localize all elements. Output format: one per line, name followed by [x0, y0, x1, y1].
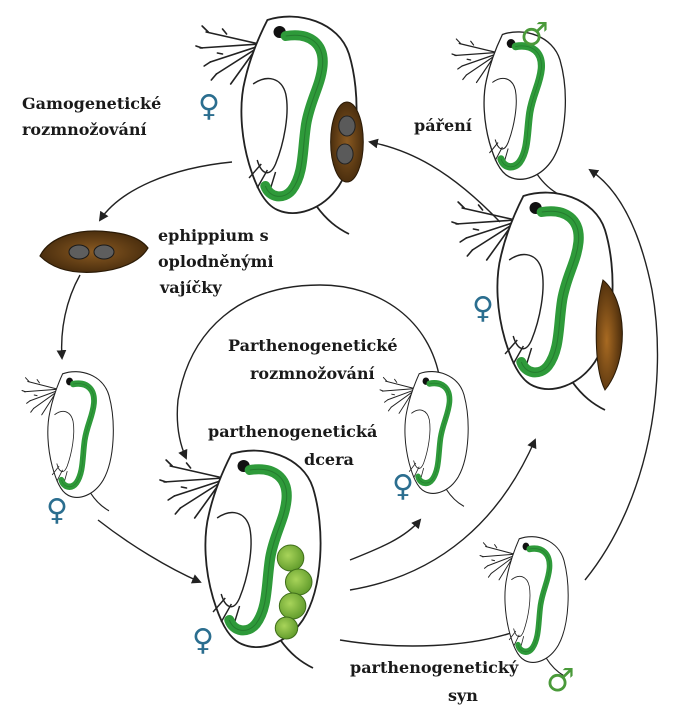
label-ephippium-1: ephippium s	[158, 226, 269, 246]
label-parthenogenetic-reproduction-2: rozmnožování	[250, 364, 375, 384]
label-parthenogenetic-reproduction-1: Parthenogenetické	[228, 336, 398, 356]
label-parthenogenetic-son-1: parthenogenetický	[350, 658, 518, 678]
label-parthenogenetic-son-2: syn	[448, 686, 478, 706]
female-symbol-gamogenetic: ♀	[198, 92, 220, 122]
daphnia-son	[480, 537, 568, 676]
label-parthenogenetic-daughter-2: dcera	[304, 450, 354, 470]
daphnia-male	[452, 32, 565, 195]
arrow-to-son	[340, 630, 520, 646]
arrow-to-parthenogenetic-female	[98, 520, 200, 582]
female-symbol-sexual: ♀	[472, 294, 494, 324]
arrow-mating-to-top-female	[370, 142, 500, 222]
female-symbol-parthenogenetic: ♀	[192, 626, 214, 656]
label-ephippium-3: vajíčky	[160, 278, 222, 298]
daphnia-female-parthenogenetic	[160, 451, 321, 668]
ephippium-egg-case	[40, 231, 148, 272]
arrow-to-ephippium	[100, 162, 232, 220]
male-symbol-son: ♂	[546, 664, 575, 696]
daphnia-female-ephippial	[196, 17, 363, 234]
female-symbol-daughter: ♀	[392, 472, 414, 502]
arrow-to-neonate	[62, 275, 80, 358]
label-mating: páření	[414, 116, 472, 136]
label-ephippium-2: oplodněnými	[158, 252, 274, 272]
male-symbol-mating: ♂	[520, 18, 549, 50]
female-symbol-neonate: ♀	[46, 496, 68, 526]
label-gamogenetic-2: rozmnožování	[22, 120, 147, 140]
arrow-to-daughter	[350, 520, 420, 560]
label-gamogenetic-1: Gamogenetické	[22, 94, 161, 114]
label-parthenogenetic-daughter-1: parthenogenetická	[208, 422, 377, 442]
daphnia-neonate-female	[22, 372, 113, 511]
